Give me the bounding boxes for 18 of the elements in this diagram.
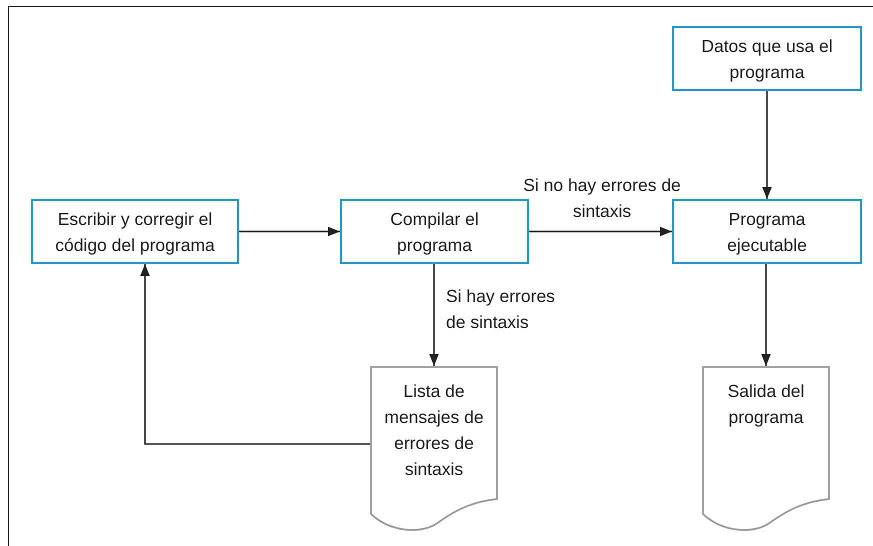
process-box bbox=[672, 199, 862, 264]
process-box bbox=[31, 199, 239, 264]
node-label: Programa ejecutable bbox=[726, 208, 808, 257]
node-label: Lista de mensajes de errores de sintaxis bbox=[384, 380, 484, 481]
arrow bbox=[529, 226, 672, 236]
node-label: Datos que usa el programa bbox=[700, 34, 834, 84]
document-shape bbox=[370, 366, 498, 529]
document-shape bbox=[702, 366, 830, 529]
process-box bbox=[340, 199, 529, 264]
node-label: Salida del programa bbox=[726, 380, 806, 429]
arrow bbox=[762, 91, 772, 199]
arrow bbox=[140, 264, 370, 445]
arrow bbox=[761, 264, 771, 366]
arrow bbox=[239, 226, 340, 236]
arrow bbox=[429, 264, 439, 366]
node-label: Compilar el programa bbox=[389, 208, 480, 257]
process-box bbox=[672, 26, 862, 91]
node-label: Escribir y corregir el código del programa bbox=[54, 208, 216, 257]
